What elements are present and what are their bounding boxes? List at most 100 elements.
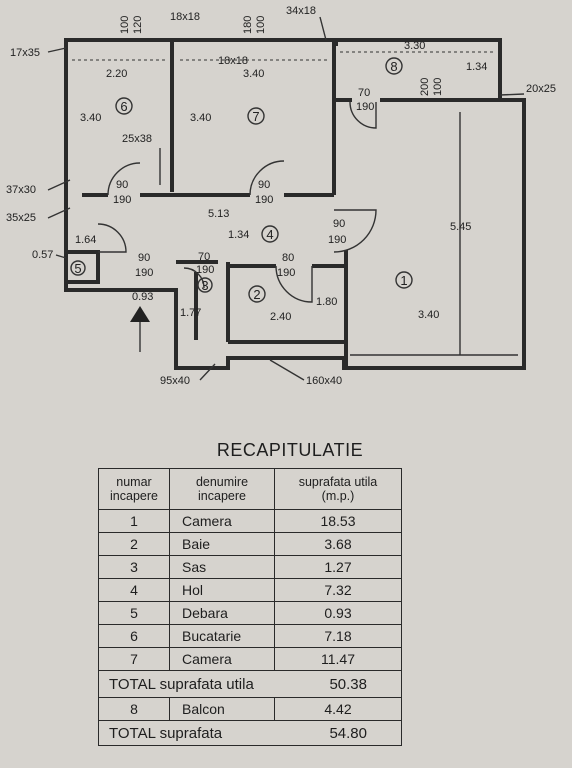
room-markers: 1 2 3 4 5 6 7 8	[70, 57, 413, 303]
floor-plan: 1 2 3 4 5 6 7 8 17x35 100 120 18x18 180 …	[6, 5, 556, 387]
leader-lines	[47, 16, 525, 381]
total-util-label: TOTAL suprafata utila	[109, 675, 254, 693]
dim-label: 1.77	[180, 307, 201, 319]
dim-label: 37x30	[6, 184, 36, 196]
room-number: 5	[98, 601, 170, 625]
room-name: Camera	[169, 647, 275, 671]
table-row: 2 Baie 3.68	[98, 532, 402, 556]
header-room-name: denumire incapere	[169, 468, 275, 510]
dim-label: 3.40	[190, 112, 211, 124]
dim-label: 180	[242, 16, 254, 34]
room-8-label: 8	[390, 59, 397, 74]
dim-label: 100	[432, 78, 444, 96]
dim-label: 90	[138, 252, 150, 264]
dim-label: 25x38	[122, 133, 152, 145]
table-row: 4 Hol 7.32	[98, 578, 402, 602]
door-arc-7	[249, 160, 285, 196]
dim-label: 190	[135, 267, 153, 279]
door-arc-6	[107, 162, 141, 196]
room-name: Debara	[169, 601, 275, 625]
room-area: 3.68	[274, 532, 402, 556]
dim-label: 18x18	[218, 55, 248, 67]
recap-title: RECAPITULATIE	[216, 440, 364, 460]
room-area: 7.32	[274, 578, 402, 602]
room-name: Baie	[169, 532, 275, 556]
dim-label: 3.40	[80, 112, 101, 124]
total-label: TOTAL suprafata	[109, 724, 223, 742]
table-row: 3 Sas 1.27	[98, 555, 402, 579]
dim-label: 17x35	[10, 47, 40, 59]
header-area: suprafata utila (m.p.)	[274, 468, 402, 510]
dim-label: 200	[419, 78, 431, 96]
door-arc-5	[97, 223, 127, 253]
room-name: Balcon	[169, 697, 275, 721]
room-number: 7	[98, 647, 170, 671]
table-row: 1 Camera 18.53	[98, 509, 402, 533]
total-util-value: 50.38	[329, 675, 367, 693]
room-area: 0.93	[274, 601, 402, 625]
room-7-label: 7	[252, 109, 259, 124]
dim-label: 160x40	[306, 375, 342, 387]
entrance-arrow-icon	[130, 306, 150, 322]
room-name: Camera	[169, 509, 275, 533]
dim-label: 34x18	[286, 5, 316, 17]
room-number: 6	[98, 624, 170, 648]
dim-label: 3.30	[404, 40, 425, 52]
room-number: 2	[98, 532, 170, 556]
dim-label: 190	[255, 194, 273, 206]
dim-label: 120	[132, 16, 144, 34]
wall-room5	[64, 250, 100, 284]
table-header-row: numar incapere denumire incapere suprafa…	[98, 468, 402, 510]
room-number: 8	[98, 697, 170, 721]
dim-label: 90	[258, 179, 270, 191]
header-room-number: numar incapere	[98, 468, 170, 510]
room-name: Hol	[169, 578, 275, 602]
dim-label: 190	[356, 101, 374, 113]
room-2-label: 2	[253, 287, 260, 302]
dimension-labels: 17x35 100 120 18x18 180 100 34x18 3.30 1…	[6, 5, 556, 387]
room-area: 1.27	[274, 555, 402, 579]
room-name: Sas	[169, 555, 275, 579]
dim-label: 90	[116, 179, 128, 191]
room-area: 11.47	[274, 647, 402, 671]
room-number: 1	[98, 509, 170, 533]
dim-label: 100	[119, 16, 131, 34]
table-row: 8 Balcon 4.42	[98, 697, 402, 721]
recap-table: numar incapere denumire incapere suprafa…	[98, 468, 402, 746]
door-arc-3	[183, 267, 205, 289]
table-row: 5 Debara 0.93	[98, 601, 402, 625]
dim-label: 0.93	[132, 291, 153, 303]
table-row: 6 Bucatarie 7.18	[98, 624, 402, 648]
room-3-label: 3	[201, 278, 208, 293]
room-number: 3	[98, 555, 170, 579]
dim-label: 3.40	[243, 68, 264, 80]
dim-label: 35x25	[6, 212, 36, 224]
dim-label: 100	[255, 16, 267, 34]
door-arc-2	[275, 265, 313, 303]
dim-label: 5.45	[450, 221, 471, 233]
dim-label: 190	[113, 194, 131, 206]
dim-label: 70	[198, 251, 210, 263]
dim-label: 1.64	[75, 234, 96, 246]
dim-label: 1.34	[466, 61, 487, 73]
room-number: 4	[98, 578, 170, 602]
dim-label: 190	[277, 267, 295, 279]
dim-label: 190	[196, 264, 214, 276]
dim-label: 190	[328, 234, 346, 246]
room-name: Bucatarie	[169, 624, 275, 648]
dim-label: 5.13	[208, 208, 229, 220]
room-6-label: 6	[120, 99, 127, 114]
room-area: 18.53	[274, 509, 402, 533]
dim-label: 2.20	[106, 68, 127, 80]
dim-label: 2.40	[270, 311, 291, 323]
room-5-label: 5	[74, 261, 81, 276]
dim-label: 80	[282, 252, 294, 264]
dim-label: 95x40	[160, 375, 190, 387]
dim-label: 70	[358, 87, 370, 99]
dim-label: 0.57	[32, 249, 53, 261]
room-4-label: 4	[266, 227, 273, 242]
table-row: 7 Camera 11.47	[98, 647, 402, 671]
door-arc-8	[349, 101, 377, 129]
total-row: TOTAL suprafata 54.80	[98, 720, 402, 746]
total-util-row: TOTAL suprafata utila 50.38	[98, 670, 402, 698]
